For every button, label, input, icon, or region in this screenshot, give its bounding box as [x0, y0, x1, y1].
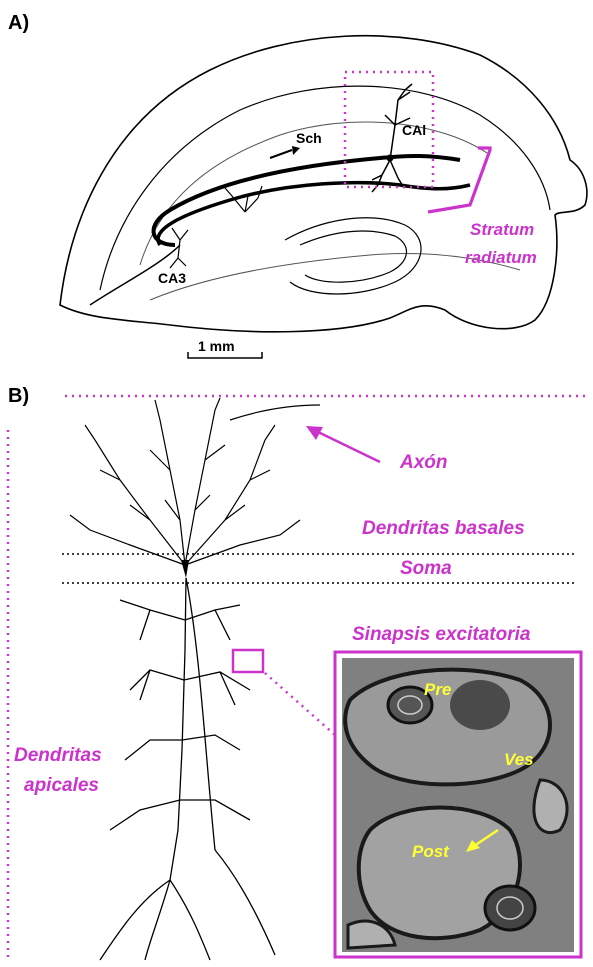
post-label: Post: [412, 842, 449, 862]
synapse-title: Sinapsis excitatoria: [352, 624, 530, 646]
soma-label: Soma: [400, 558, 452, 580]
basal-dendrites-label: Dendritas basales: [362, 518, 525, 540]
apical-dendrites-label-2: apicales: [24, 775, 99, 797]
apical-dendrites-label-1: Dendritas: [14, 745, 102, 767]
ves-label: Ves: [504, 750, 534, 770]
pre-label: Pre: [424, 680, 451, 700]
axon-label: Axón: [400, 452, 448, 474]
